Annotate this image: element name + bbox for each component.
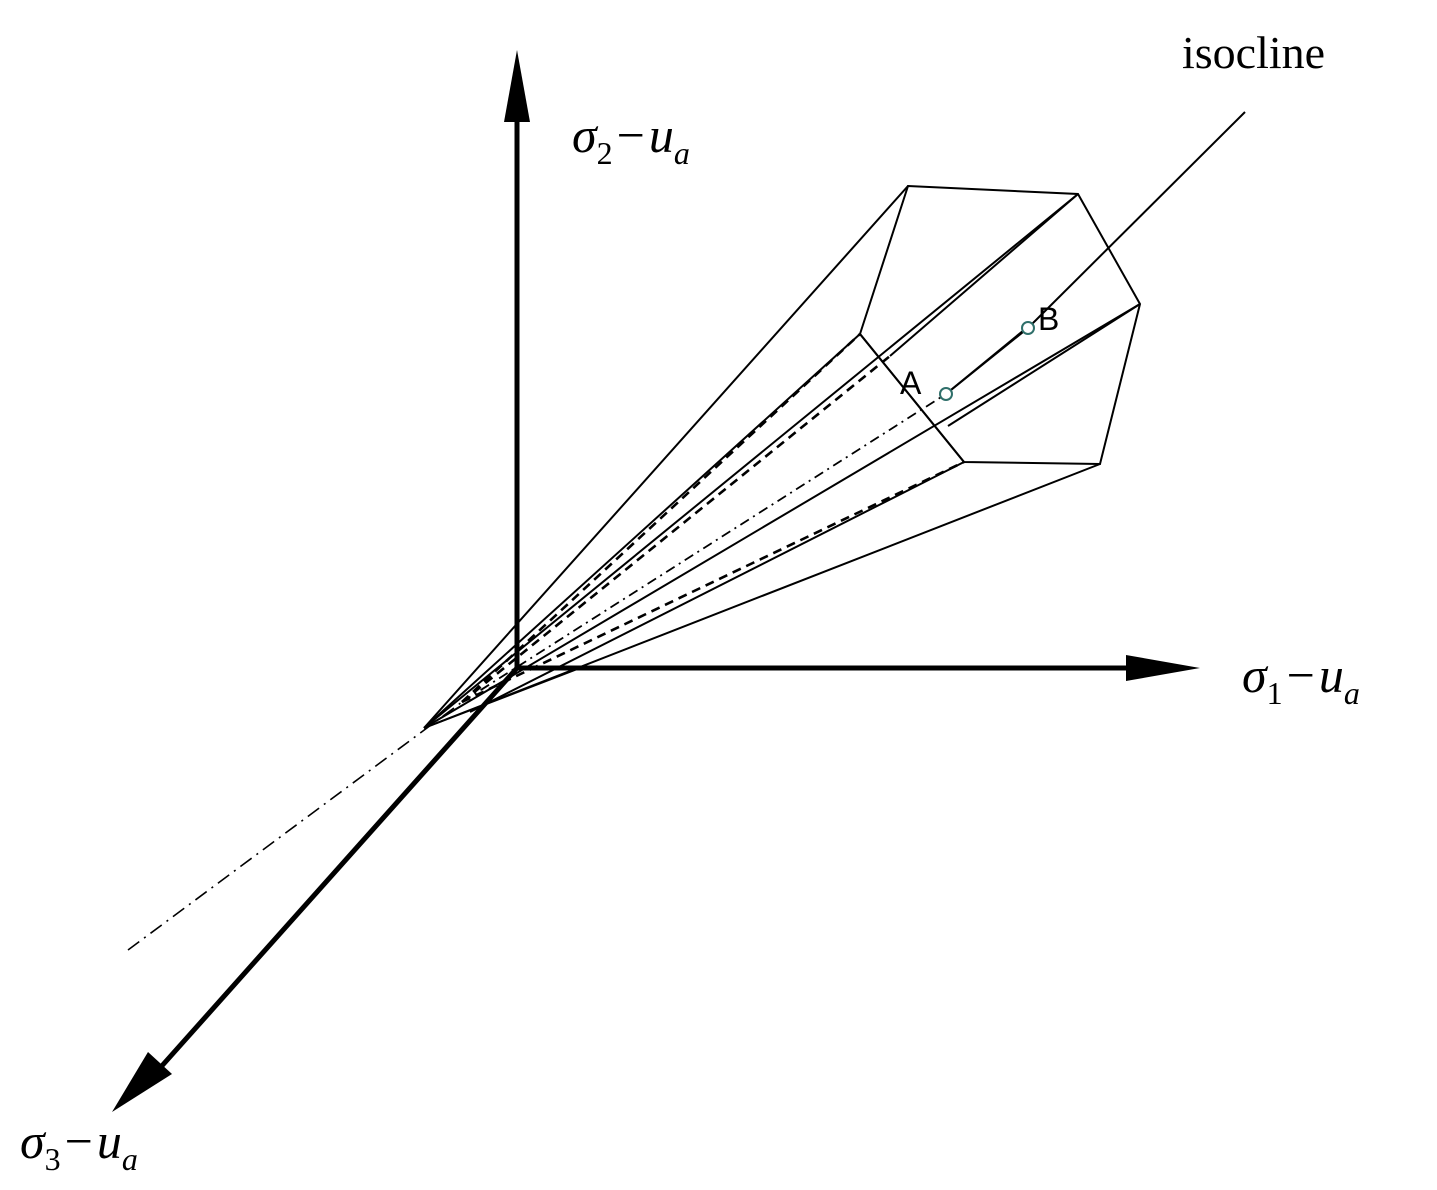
cone-generator-5	[423, 333, 861, 729]
failure-cone	[423, 184, 1142, 729]
hidden-edge-2	[461, 460, 965, 704]
sigma2-minus: −	[617, 107, 645, 163]
sigma2-subscript: 2	[597, 135, 613, 171]
sigma1-u-subscript: a	[1344, 675, 1360, 711]
sigma3-arrowhead	[112, 1052, 172, 1112]
cone-generator-2	[423, 193, 1079, 729]
sigma1-subscript: 1	[1267, 675, 1283, 711]
hidden-edge-3	[461, 333, 861, 703]
sigma3-axis-label: σ3−ua	[20, 1113, 138, 1177]
sigma3-axis	[158, 666, 519, 1070]
sigma2-u-subscript: a	[674, 135, 690, 171]
sigma2-arrowhead	[504, 50, 530, 122]
isocline-line	[1027, 111, 1246, 329]
hidden-edge-1	[461, 354, 891, 704]
cone-generator-3	[423, 303, 1141, 729]
sigma3-u-subscript: a	[122, 1141, 138, 1177]
point-a-label: A	[900, 365, 922, 401]
sigma1-arrowhead	[1126, 655, 1200, 681]
point-b-marker	[1021, 321, 1035, 335]
sigma3-symbol: σ	[20, 1113, 47, 1169]
cone-base-edge	[423, 667, 581, 729]
sigma2-axis-label: σ2−ua	[572, 107, 690, 171]
sigma2-symbol: σ	[572, 107, 599, 163]
sigma1-axis-label: σ1−ua	[1242, 647, 1360, 711]
hex-inner-edge-1	[859, 333, 965, 463]
hidden-edges	[461, 333, 965, 704]
sigma2-u: u	[649, 107, 674, 163]
isocline-label: isocline	[1182, 27, 1325, 78]
space-diagonal	[127, 111, 1246, 951]
sigma3-u: u	[97, 1113, 122, 1169]
axes	[112, 50, 1200, 1112]
point-b-label: B	[1038, 301, 1059, 337]
cone-generator-6	[469, 461, 965, 713]
sigma3-subscript: 3	[45, 1141, 61, 1177]
point-a-marker	[939, 387, 953, 401]
sigma1-symbol: σ	[1242, 647, 1269, 703]
hex-inner-edge-2	[947, 303, 1141, 427]
sigma1-minus: −	[1287, 647, 1315, 703]
isocline-dashdot-lower	[127, 701, 463, 951]
sigma3-minus: −	[65, 1113, 93, 1169]
stress-path-line	[945, 329, 1025, 395]
isocline-dashdot-inner	[461, 393, 947, 703]
hex-inner-edge-3	[889, 193, 1079, 357]
stress-path	[939, 321, 1035, 401]
sigma1-u: u	[1319, 647, 1344, 703]
cone-generator-1	[423, 185, 909, 729]
